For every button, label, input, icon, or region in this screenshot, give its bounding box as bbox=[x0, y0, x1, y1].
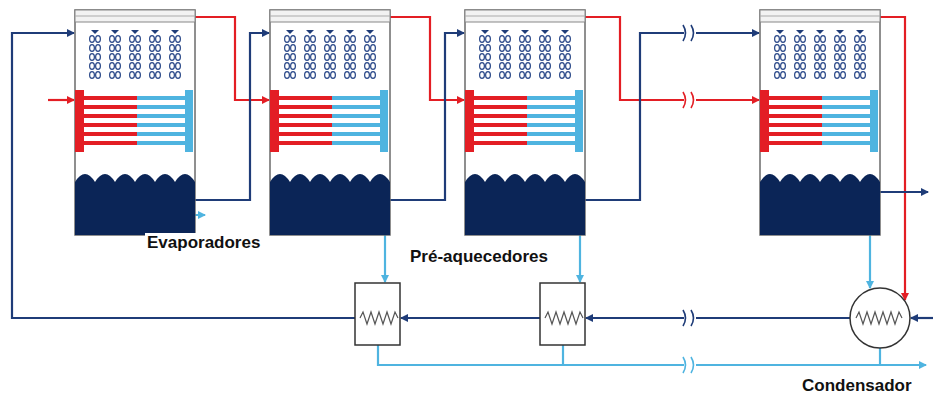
brine-transfer bbox=[585, 33, 759, 200]
brine-transfer bbox=[390, 33, 464, 200]
evaporator bbox=[760, 10, 880, 235]
evaporator bbox=[270, 10, 390, 235]
preheater bbox=[355, 283, 400, 345]
section-label: Evaporadores bbox=[145, 233, 262, 253]
brine-transfer bbox=[195, 33, 269, 200]
distillate-line bbox=[879, 348, 881, 365]
line-break bbox=[683, 25, 696, 373]
distillate-line bbox=[378, 345, 926, 365]
vapor-line bbox=[585, 17, 759, 100]
vapor-line bbox=[195, 17, 269, 100]
feed-line bbox=[586, 317, 850, 319]
preheater bbox=[540, 283, 585, 345]
distillate-line bbox=[562, 345, 564, 365]
section-label: Pré-aquecedores bbox=[408, 247, 550, 267]
evaporator bbox=[465, 10, 585, 235]
brine-outlet bbox=[880, 191, 928, 193]
section-label: Condensador bbox=[800, 376, 914, 396]
feed-line bbox=[911, 317, 933, 319]
vapor-line bbox=[390, 17, 464, 100]
feed-line bbox=[401, 317, 540, 319]
evaporator bbox=[75, 10, 195, 235]
condenser bbox=[850, 288, 910, 348]
steam-inlet bbox=[48, 99, 74, 101]
vapor-line bbox=[880, 17, 905, 300]
